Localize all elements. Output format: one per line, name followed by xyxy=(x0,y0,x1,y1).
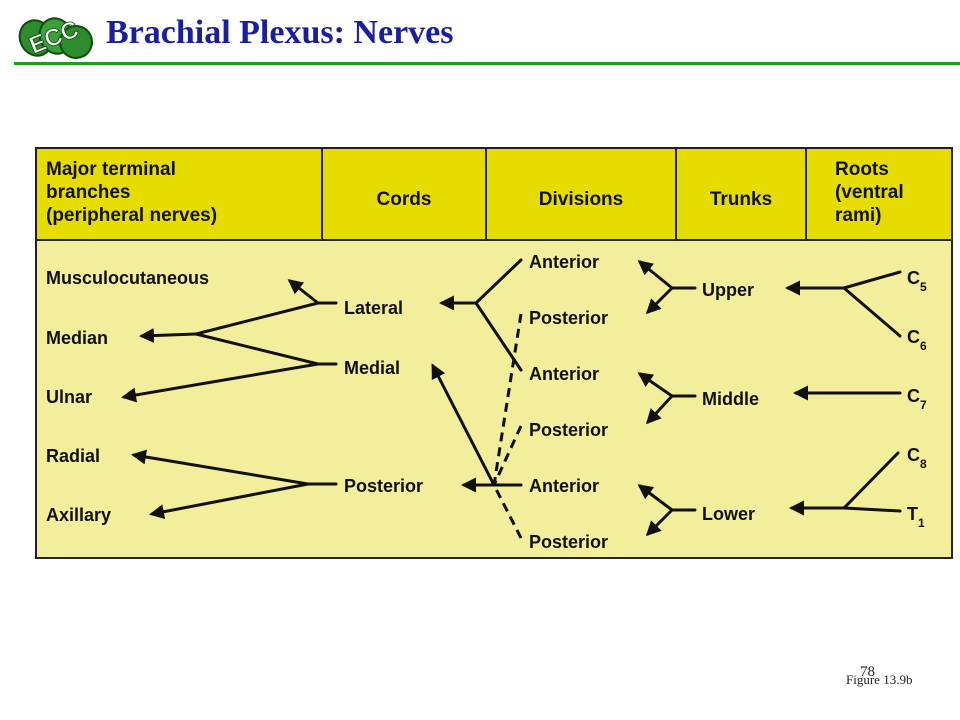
cord-label: Lateral xyxy=(344,298,403,318)
branch-label: Musculocutaneous xyxy=(46,268,209,288)
division-label: Anterior xyxy=(529,476,599,496)
root-label: C6 xyxy=(907,327,927,353)
header-roots-line3: rami) xyxy=(835,205,881,226)
roots-to-trunks-lines xyxy=(785,270,902,516)
cord-label: Medial xyxy=(344,358,400,378)
trunk-label: Lower xyxy=(702,504,755,524)
trunk-label: Middle xyxy=(702,389,759,409)
division-label: Posterior xyxy=(529,532,608,552)
branch-label: Ulnar xyxy=(46,387,92,407)
header-trunks: Trunks xyxy=(710,189,772,210)
logo-emblem: ECC xyxy=(18,15,93,60)
branch-label: Median xyxy=(46,328,108,348)
branch-label: Radial xyxy=(46,446,100,466)
cord-label: Posterior xyxy=(344,476,423,496)
division-label: Posterior xyxy=(529,308,608,328)
division-label: Anterior xyxy=(529,364,599,384)
root-label: C8 xyxy=(907,445,927,471)
trunks-to-divisions-lines xyxy=(637,260,697,537)
ecc-logo: ECC xyxy=(18,15,93,60)
header-divisions: Divisions xyxy=(539,189,623,210)
root-label: C5 xyxy=(907,268,927,294)
trunk-label: Upper xyxy=(702,280,754,300)
branch-label: Axillary xyxy=(46,505,111,525)
slide-title: Brachial Plexus: Nerves xyxy=(106,14,454,51)
table-border xyxy=(35,147,953,559)
title-rule xyxy=(14,62,960,65)
page-number: 78 xyxy=(860,664,875,680)
header-branches-line1: Major terminal xyxy=(46,159,176,180)
root-label: T1 xyxy=(907,504,925,530)
divisions-to-cords-lines xyxy=(431,258,523,539)
header-roots-line1: Roots xyxy=(835,159,889,180)
header-branches-line2: branches xyxy=(46,182,130,203)
header-branches-line3: (peripheral nerves) xyxy=(46,205,217,226)
header-band xyxy=(36,148,952,240)
figure-reference: Figure 13.9b xyxy=(846,672,913,687)
cords-to-branches-lines xyxy=(121,279,338,520)
root-label: C7 xyxy=(907,386,927,412)
header-cords: Cords xyxy=(377,189,432,210)
division-label: Posterior xyxy=(529,420,608,440)
division-label: Anterior xyxy=(529,252,599,272)
header-roots-line2: (ventral xyxy=(835,182,904,203)
